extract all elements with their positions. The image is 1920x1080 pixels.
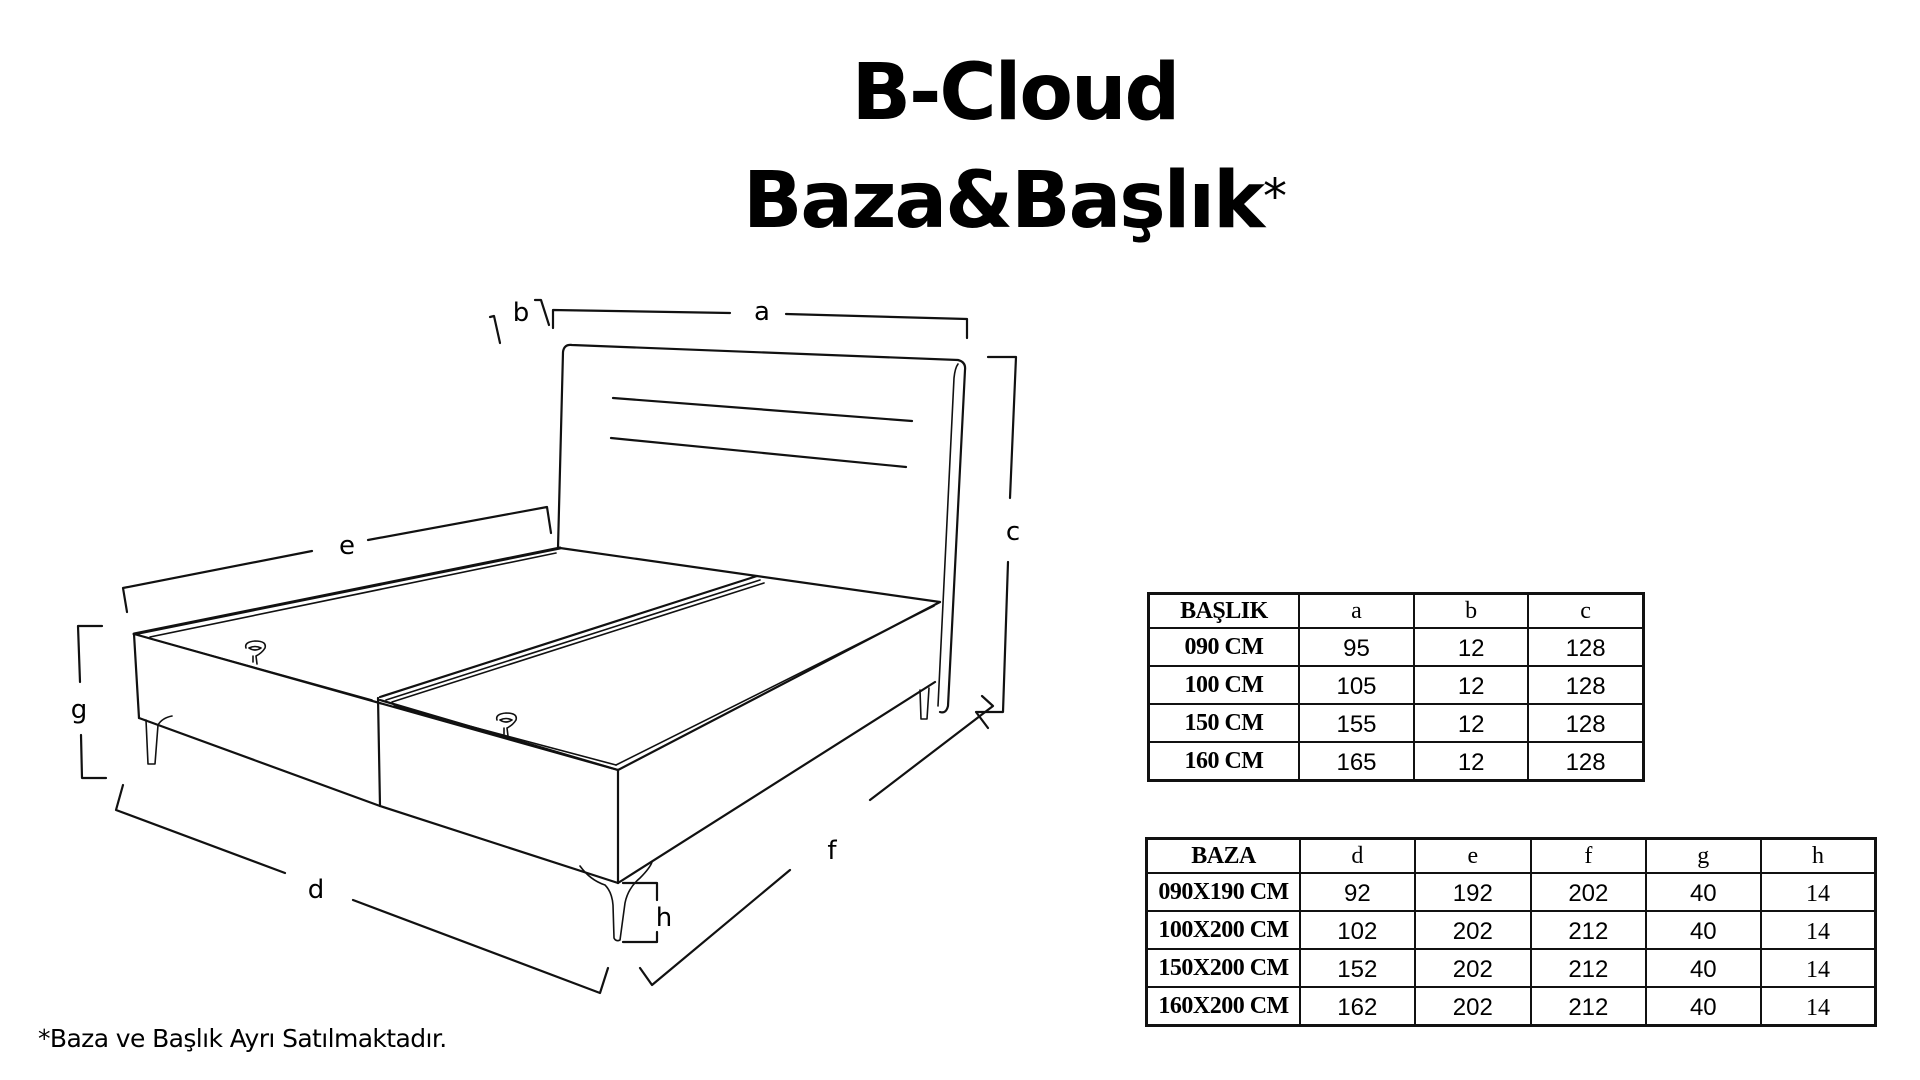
lift-handle-2	[495, 712, 518, 737]
leg-front-right	[579, 861, 653, 942]
value-cell: 128	[1527, 703, 1645, 743]
value-cell: 162	[1299, 986, 1416, 1027]
value-cell: 212	[1530, 986, 1647, 1027]
dimension-e-bracket	[121, 505, 553, 614]
table-header-cell: h	[1760, 837, 1877, 874]
value-cell: 14	[1760, 872, 1877, 912]
value-cell: 95	[1297, 627, 1416, 667]
size-cell: 090X190 CM	[1145, 872, 1302, 912]
dimension-b-bracket	[488, 298, 551, 345]
value-cell: 40	[1644, 910, 1763, 950]
value-cell: 14	[1760, 948, 1877, 988]
dimension-f-bracket	[638, 694, 995, 987]
value-cell: 102	[1299, 910, 1416, 950]
table-row: 150 CM 155 12 128	[1147, 703, 1645, 743]
value-cell: 40	[1644, 986, 1763, 1027]
size-cell: 090 CM	[1147, 627, 1300, 667]
dimension-a-bracket	[551, 308, 969, 340]
value-cell: 14	[1760, 910, 1877, 950]
table-header-cell: c	[1527, 592, 1645, 629]
leg-front-left	[145, 715, 173, 765]
dimension-label-e: e	[339, 531, 355, 561]
value-cell: 14	[1760, 986, 1877, 1027]
value-cell: 12	[1413, 741, 1530, 782]
table-header-cell: g	[1644, 837, 1763, 874]
value-cell: 165	[1297, 741, 1416, 782]
value-cell: 40	[1644, 872, 1763, 912]
table-header-row: BAŞLIK a b c	[1147, 592, 1645, 629]
table-header-row: BAZA d e f g h	[1145, 837, 1877, 874]
asterisk-mark: *	[1263, 169, 1287, 225]
leg-back-right	[919, 687, 930, 720]
value-cell: 40	[1644, 948, 1763, 988]
value-cell: 202	[1413, 948, 1533, 988]
table-header-cell: e	[1413, 837, 1533, 874]
product-subtitle: Baza&Başlık*	[0, 152, 1920, 246]
footnote: *Baza ve Başlık Ayrı Satılmaktadır.	[38, 1024, 447, 1053]
dimension-label-a: a	[754, 297, 770, 327]
value-cell: 92	[1299, 872, 1416, 912]
value-cell: 202	[1413, 910, 1533, 950]
value-cell: 12	[1413, 665, 1530, 705]
value-cell: 105	[1297, 665, 1416, 705]
table-header-cell: BAZA	[1145, 837, 1302, 874]
headboard-stripe-2	[609, 436, 908, 469]
product-subtitle-text: Baza&Başlık	[742, 156, 1265, 246]
dimension-label-b: b	[512, 298, 530, 328]
dimension-label-g: g	[70, 695, 88, 725]
table-header-cell: BAŞLIK	[1147, 592, 1300, 629]
lift-handle-1	[244, 640, 267, 665]
value-cell: 128	[1527, 627, 1645, 667]
table-row: 100X200 CM 102 202 212 40 14	[1145, 910, 1877, 950]
size-cell: 150X200 CM	[1145, 948, 1302, 988]
value-cell: 192	[1413, 872, 1533, 912]
bed-base	[132, 546, 942, 885]
table-row: 160 CM 165 12 128	[1147, 741, 1645, 782]
table-header-cell: d	[1299, 837, 1416, 874]
table-row: 090 CM 95 12 128	[1147, 627, 1645, 667]
headboard	[556, 343, 967, 714]
value-cell: 128	[1527, 665, 1645, 705]
table-header-cell: b	[1413, 592, 1530, 629]
dimension-label-h: h	[655, 903, 673, 933]
size-cell: 160X200 CM	[1145, 986, 1302, 1027]
base-size-table: BAZA d e f g h 090X190 CM 92 192 202 40 …	[1145, 837, 1877, 1027]
value-cell: 128	[1527, 741, 1645, 782]
value-cell: 12	[1413, 703, 1530, 743]
headboard-size-table: BAŞLIK a b c 090 CM 95 12 128 100 CM 105…	[1147, 592, 1645, 782]
value-cell: 202	[1530, 872, 1647, 912]
size-cell: 100X200 CM	[1145, 910, 1302, 950]
value-cell: 152	[1299, 948, 1416, 988]
value-cell: 155	[1297, 703, 1416, 743]
product-title: B-Cloud	[851, 48, 1181, 138]
table-row: 160X200 CM 162 202 212 40 14	[1145, 986, 1877, 1027]
value-cell: 202	[1413, 986, 1533, 1027]
table-row: 100 CM 105 12 128	[1147, 665, 1645, 705]
dimension-g-bracket	[76, 624, 108, 780]
table-header-cell: f	[1530, 837, 1647, 874]
value-cell: 212	[1530, 910, 1647, 950]
dimension-c-bracket	[974, 355, 1018, 730]
table-row: 090X190 CM 92 192 202 40 14	[1145, 872, 1877, 912]
dimension-d-bracket	[114, 783, 610, 995]
table-header-cell: a	[1297, 592, 1416, 629]
value-cell: 12	[1413, 627, 1530, 667]
table-row: 150X200 CM 152 202 212 40 14	[1145, 948, 1877, 988]
dimension-label-f: f	[827, 836, 837, 866]
size-cell: 160 CM	[1147, 741, 1300, 782]
dimension-label-c: c	[1005, 517, 1021, 547]
dimension-label-d: d	[307, 875, 325, 905]
size-cell: 150 CM	[1147, 703, 1300, 743]
size-cell: 100 CM	[1147, 665, 1300, 705]
value-cell: 212	[1530, 948, 1647, 988]
headboard-stripe-1	[611, 396, 914, 423]
dimension-h-bracket	[621, 881, 659, 944]
